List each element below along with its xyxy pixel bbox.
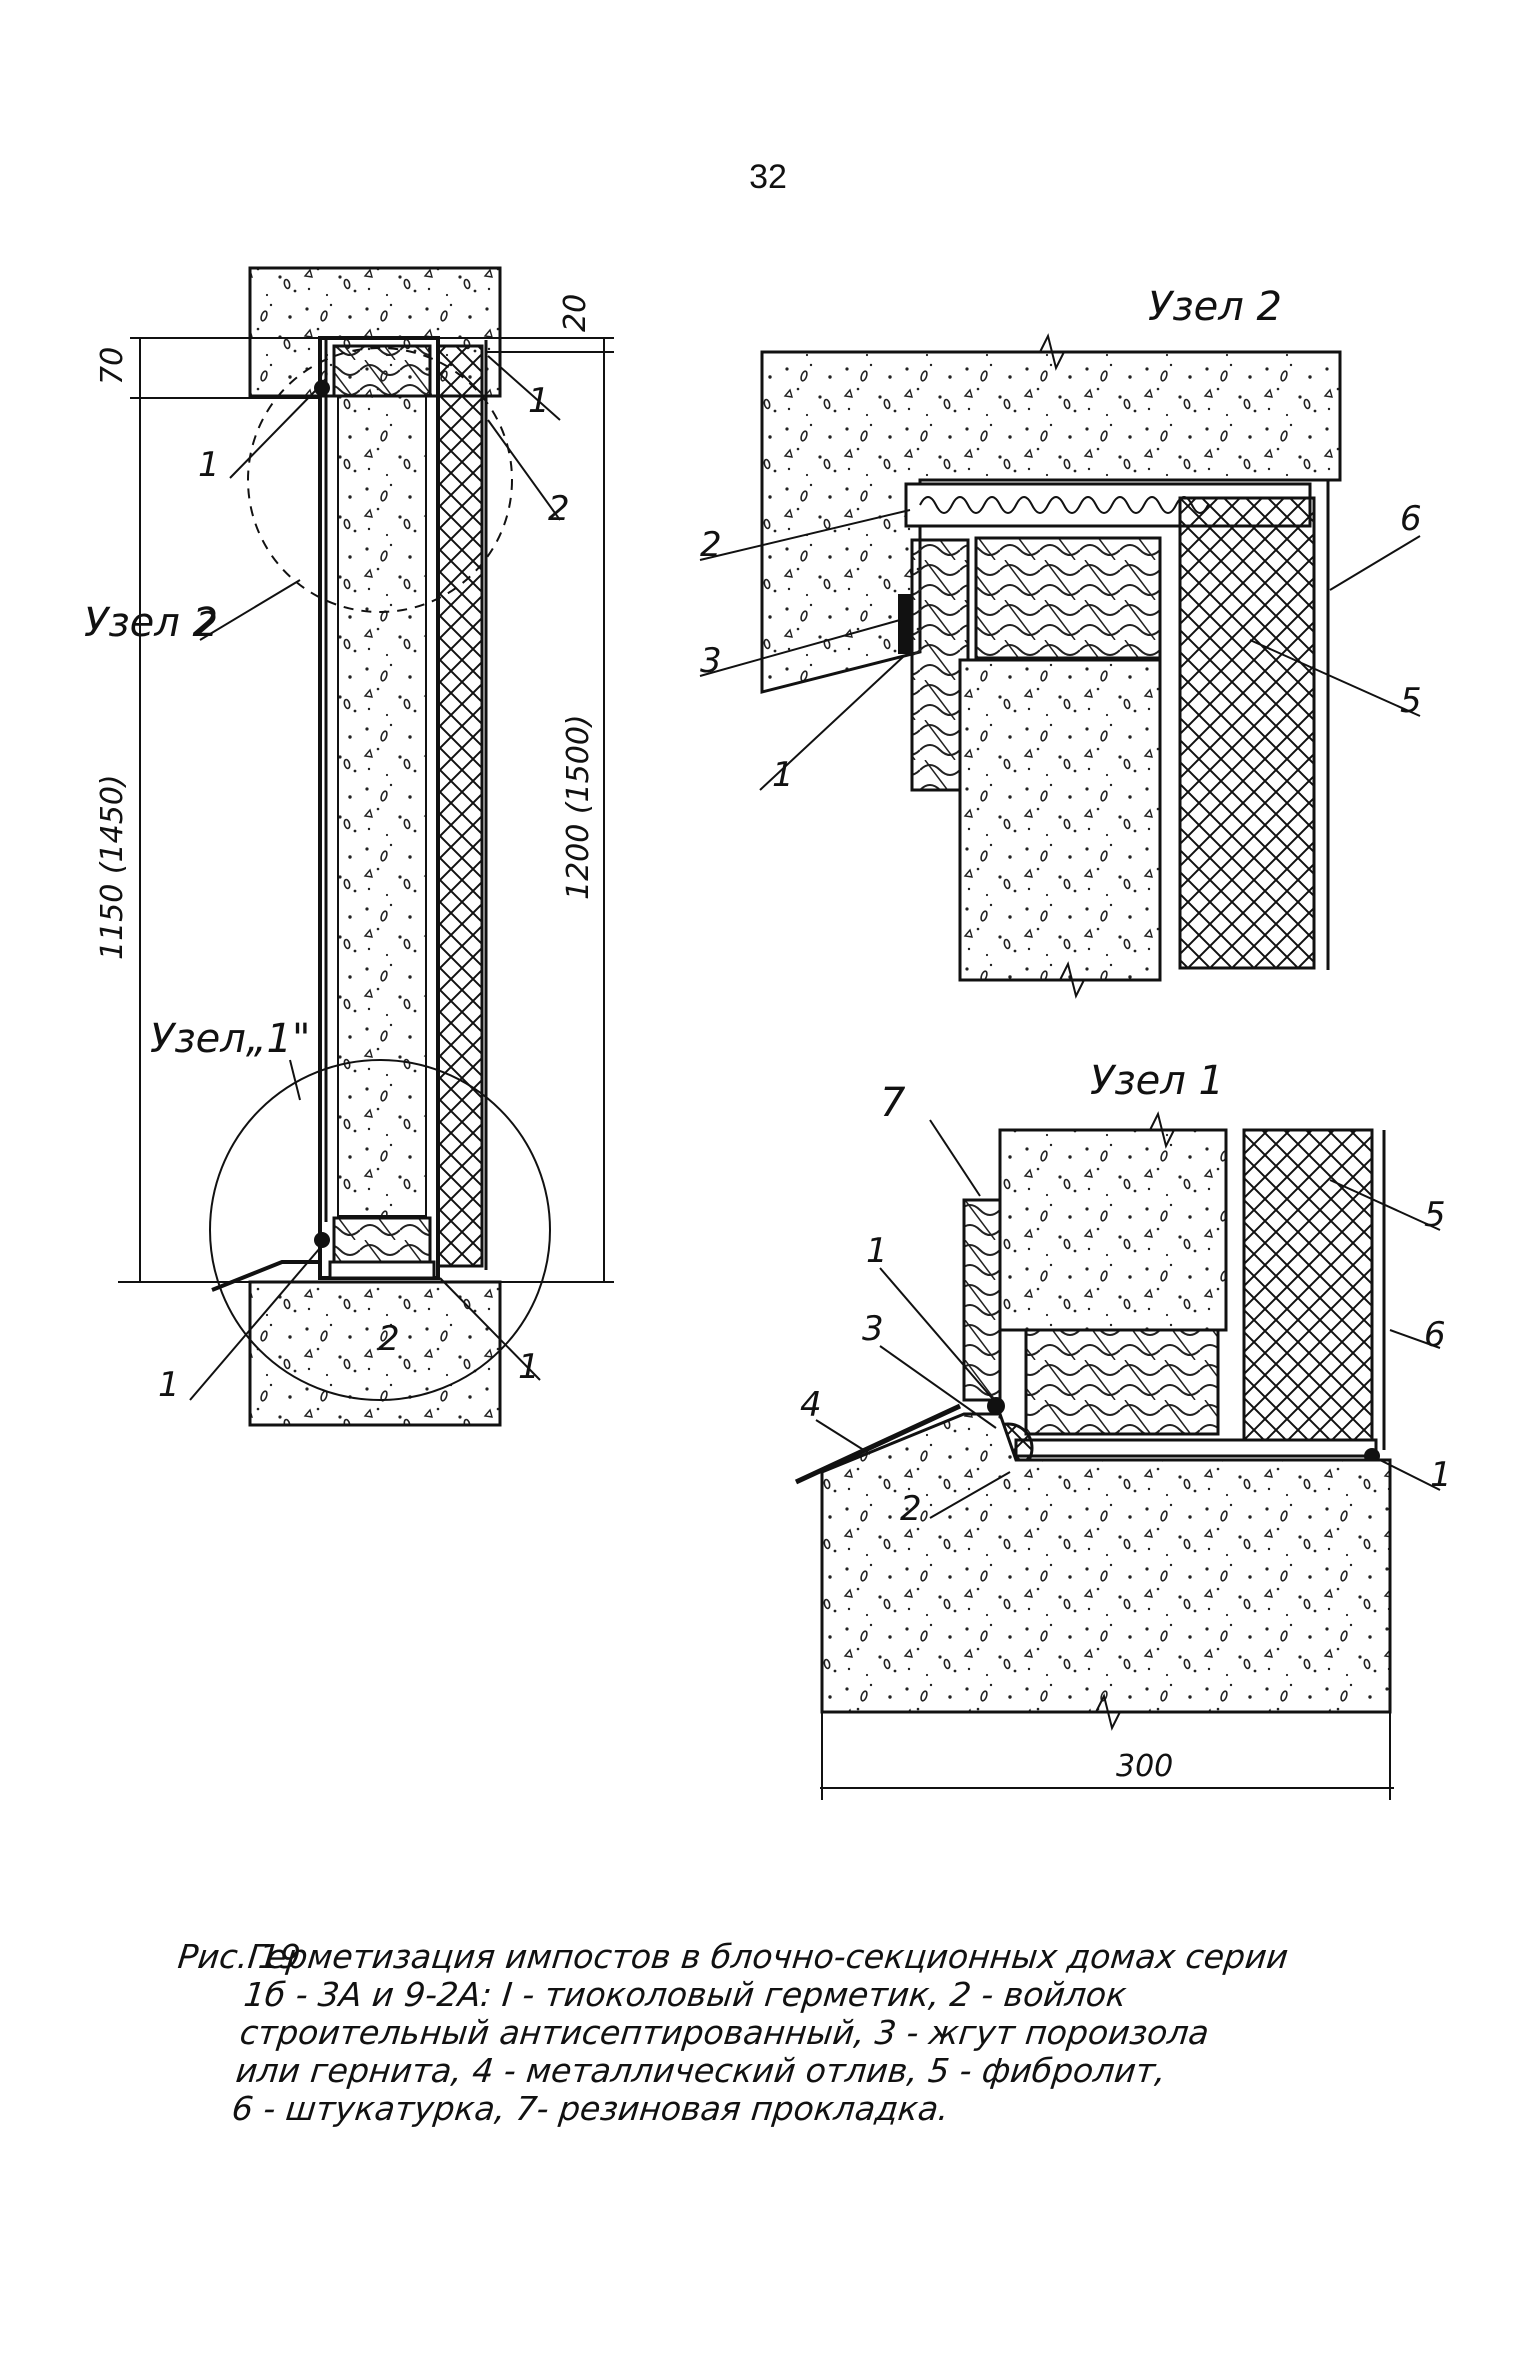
- callout-1b: 1: [528, 381, 550, 421]
- panel-fibrolite: [436, 344, 484, 1268]
- node1-leader-5: [1329, 1179, 1441, 1231]
- caption-text: Герметизация импостов в блочно-секционны…: [230, 1937, 1360, 2128]
- node2-leader-5: [1249, 639, 1421, 717]
- leader-1b: [487, 355, 561, 421]
- node2-circle: [247, 347, 513, 613]
- node1-leader-3: [879, 1345, 997, 1429]
- node2-fibrolite: [1178, 496, 1316, 970]
- node1-callout-4: 4: [800, 1385, 822, 1425]
- node2-felt-loops: [919, 496, 1209, 514]
- node1-leader-7: [929, 1119, 981, 1197]
- node1-wood-block: [1024, 1328, 1220, 1436]
- node1-callout-5: 5: [1424, 1195, 1446, 1235]
- node1-break-bottom: [1095, 1693, 1121, 1731]
- caption-line: Герметизация импостов в блочно-секционны…: [246, 1937, 1291, 1976]
- caption-line: 1б - 3А и 9-2А: I - тиоколовый герметик,…: [242, 1975, 1129, 2014]
- dim-left-label: 1150 (1450): [95, 774, 130, 960]
- callout-1a: 1: [198, 445, 220, 485]
- panel-concrete-core: [337, 395, 427, 1217]
- callout-1c: 1: [158, 1365, 180, 1405]
- detail-node2: Узел 2 2 3 1 6 5: [699, 284, 1422, 999]
- node2-title: Узел 2: [1148, 284, 1282, 330]
- callout-2a: 2: [196, 605, 218, 645]
- node1-leader-2: [929, 1471, 1011, 1519]
- dim-right-label: 1200 (1500): [561, 714, 596, 900]
- leader-node1: [289, 1059, 301, 1101]
- node2-callout-5: 5: [1400, 681, 1422, 721]
- node2-leader-3: [699, 619, 901, 677]
- caption-line: строительный антисептированный, 3 - жгут…: [238, 2013, 1211, 2052]
- callout-2b: 2: [548, 489, 570, 529]
- caption-line: или гернита, 4 - металлический отлив, 5 …: [234, 2051, 1168, 2090]
- node1-callout-7: 7: [880, 1080, 906, 1126]
- node2-callout-1: 1: [772, 755, 794, 795]
- node1-callout-3: 3: [862, 1309, 884, 1349]
- caption-line: 6 - штукатурка, 7- резиновая прокладка.: [230, 2089, 951, 2128]
- leader-2b: [487, 419, 561, 521]
- node1-callout-1b: 1: [1430, 1455, 1452, 1495]
- node1-sill-concrete: [820, 1412, 1392, 1714]
- node1-leader-4: [815, 1419, 871, 1455]
- leader-1a: [229, 387, 319, 479]
- node1-fibrolite: [1242, 1128, 1374, 1452]
- node1-sealant-left: [987, 1397, 1005, 1415]
- node1-callout-2: 2: [900, 1489, 922, 1529]
- detail-node1: Узел 1 300 7 1 3 4 2 5 6 1: [794, 1058, 1452, 1800]
- node2-callout-2: 2: [700, 525, 722, 565]
- node2-wood-block: [974, 536, 1162, 660]
- overview-node2-label: Узел 2: [84, 600, 218, 646]
- node2-callout-3: 3: [700, 641, 722, 681]
- top-wood-block: [332, 344, 432, 398]
- node2-break-bottom: [1059, 961, 1085, 999]
- sealant-bottom: [314, 1232, 330, 1248]
- node2-break: [1039, 333, 1065, 371]
- overview-section: 70 20 1150 (1450) 1200 (1500) 1 1 2 Узел…: [84, 266, 614, 1427]
- overview-node1-label: Узел„1": [150, 1016, 310, 1062]
- callout-1d: 1: [518, 1347, 540, 1387]
- node2-concrete-core: [958, 658, 1162, 982]
- leader-1d: [439, 1277, 541, 1381]
- leader-2a: [199, 579, 301, 641]
- node1-callout-1a: 1: [866, 1231, 888, 1271]
- node1-concrete-core: [998, 1128, 1228, 1332]
- node1-leader-1b: [1375, 1457, 1441, 1491]
- dim-70-label: 70: [95, 347, 130, 385]
- node1-flashing: [794, 1403, 962, 1485]
- node1-wood-frame: [962, 1198, 1002, 1402]
- sealant-top: [314, 380, 330, 396]
- node1-circle: [209, 1059, 551, 1401]
- leader-1c: [189, 1247, 321, 1401]
- node1-felt: [1014, 1438, 1378, 1458]
- node1-dim-300: 300: [1116, 1749, 1173, 1784]
- node1-leader-1a: [879, 1267, 993, 1399]
- node2-leader-6: [1329, 535, 1421, 591]
- callout-2-bottom: 2: [378, 1319, 400, 1359]
- dim-20-label: 20: [558, 294, 593, 332]
- node2-leader-1: [759, 655, 905, 791]
- lower-concrete: [248, 1280, 502, 1427]
- node1-title: Узел 1: [1090, 1058, 1224, 1104]
- bottom-felt-strip: [328, 1260, 436, 1280]
- node2-sealant: [898, 594, 912, 654]
- node1-break-top: [1149, 1111, 1175, 1149]
- node1-callout-6: 6: [1424, 1315, 1446, 1355]
- page-number: 32: [749, 158, 787, 196]
- bottom-wood-block: [332, 1216, 432, 1264]
- node2-leader-2: [699, 509, 911, 561]
- node2-callout-6: 6: [1400, 499, 1422, 539]
- node1-leader-6: [1389, 1329, 1441, 1349]
